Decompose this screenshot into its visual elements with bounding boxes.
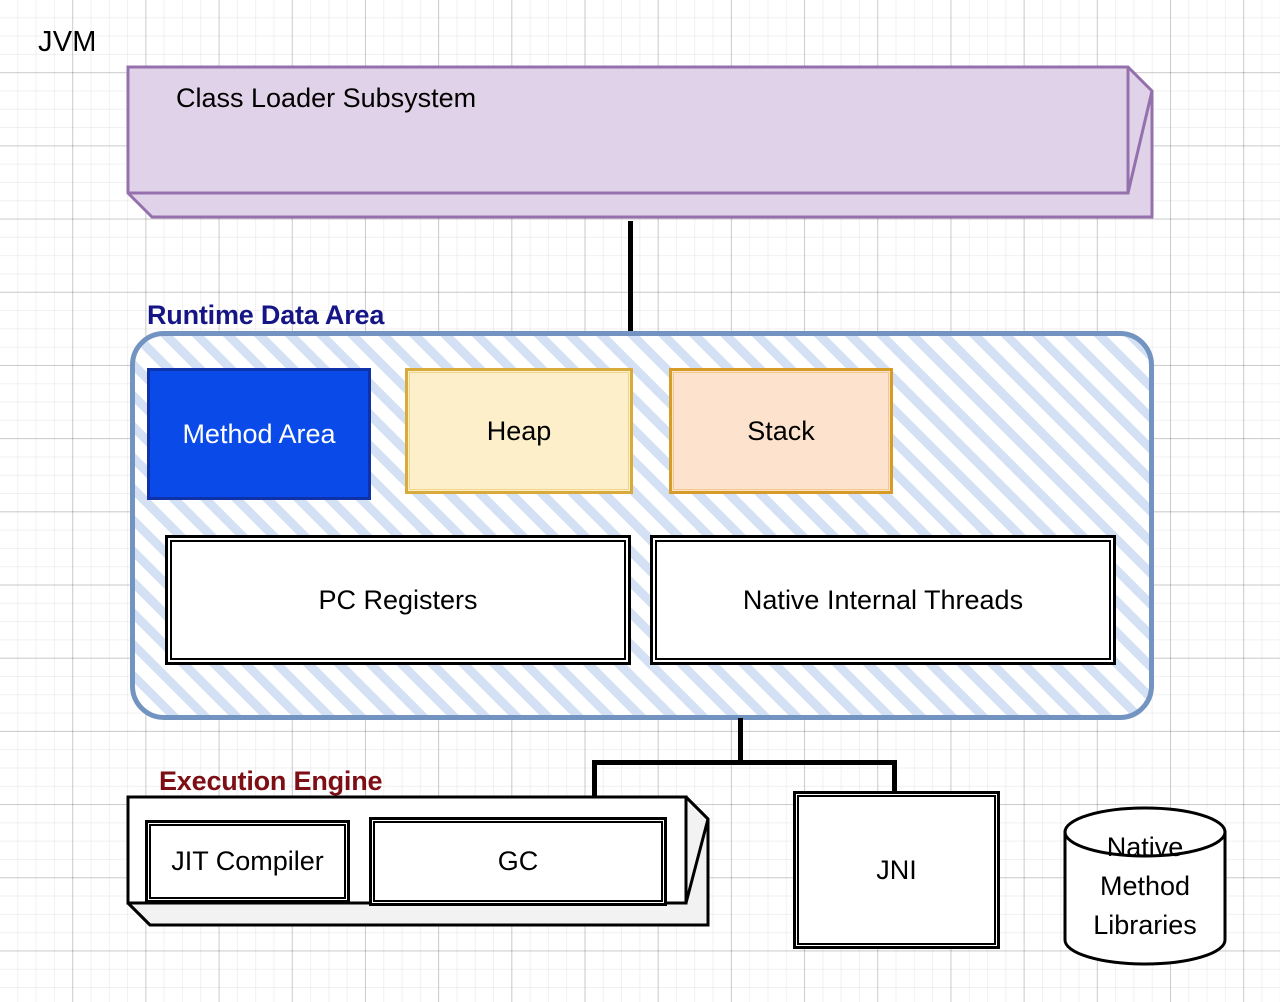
class-loader-subsystem-label: Class Loader Subsystem xyxy=(176,83,477,113)
connector-runtime-stem xyxy=(738,718,743,764)
nml-line-1: Native xyxy=(1106,831,1184,862)
execution-engine-title: Execution Engine xyxy=(159,766,383,796)
jit-compiler-box[interactable]: JIT Compiler xyxy=(145,820,350,903)
method-area-box[interactable]: Method Area xyxy=(147,368,371,500)
connector-split-bar xyxy=(592,760,897,765)
stack-box[interactable]: Stack xyxy=(669,368,893,494)
connector-classloader-to-runtime xyxy=(628,221,633,331)
native-internal-threads-box[interactable]: Native Internal Threads xyxy=(650,535,1116,665)
jni-box[interactable]: JNI xyxy=(793,791,1000,949)
nml-line-3: Libraries xyxy=(1093,909,1197,940)
class-loader-3d-shape xyxy=(126,65,1154,219)
nml-line-2: Method xyxy=(1099,870,1191,901)
native-method-libraries-label: Native Method Libraries xyxy=(1062,806,1228,966)
native-method-libraries-node[interactable]: Native Method Libraries xyxy=(1062,806,1228,966)
class-loader-subsystem-node[interactable]: Class Loader Subsystem xyxy=(126,65,1154,220)
pc-registers-box[interactable]: PC Registers xyxy=(165,535,631,665)
runtime-data-area-title: Runtime Data Area xyxy=(147,300,385,330)
jvm-root-label: JVM xyxy=(38,26,97,58)
gc-box[interactable]: GC xyxy=(369,817,667,906)
heap-box[interactable]: Heap xyxy=(405,368,633,494)
database-cylinder-icon xyxy=(1063,806,1227,966)
connector-branch-execution-engine xyxy=(592,760,597,797)
connector-branch-jni xyxy=(892,760,897,794)
